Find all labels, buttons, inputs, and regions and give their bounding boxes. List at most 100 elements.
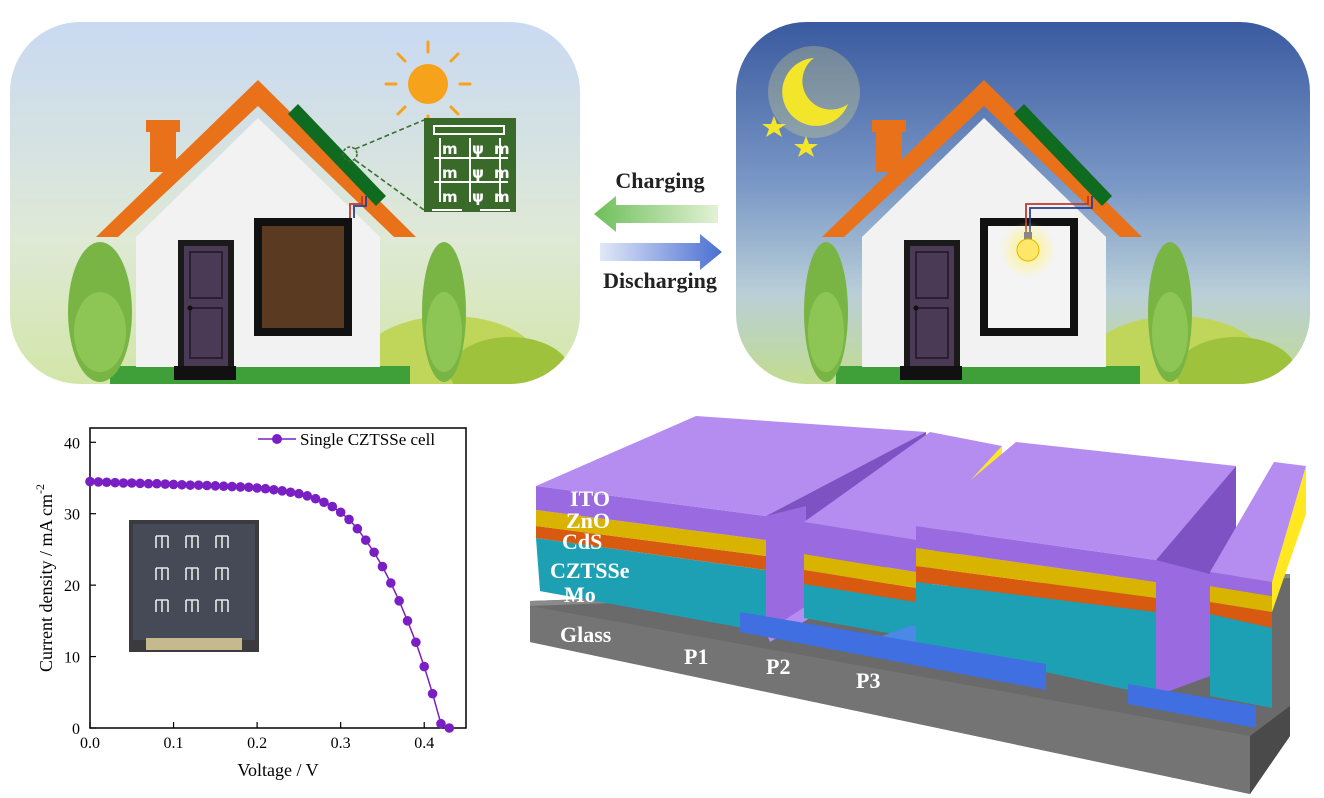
data-point [218, 481, 229, 492]
svg-text:ψ: ψ [472, 188, 484, 206]
legend-label: Single CZTSSe cell [300, 430, 435, 449]
svg-text:m: m [442, 188, 458, 206]
y-axis-label: Current density / mA cm-2 [33, 484, 56, 672]
data-point [210, 481, 221, 491]
data-point [327, 501, 338, 512]
layer-label-glass: Glass [560, 622, 612, 647]
data-point [227, 481, 237, 492]
solar-panel-icon [288, 104, 386, 206]
data-point [310, 493, 321, 504]
svg-text:m: m [494, 188, 510, 206]
svg-text:m: m [442, 164, 458, 182]
discharging-label: Discharging [603, 268, 717, 293]
house [96, 80, 416, 380]
device-stack-3d: ITO ZnO CdS CZTSSe Mo Glass P1 P2 P3 [530, 416, 1306, 794]
scribe-label-p3: P3 [856, 668, 880, 693]
data-point [185, 480, 196, 490]
y-tick-label: 0 [72, 721, 80, 738]
x-tick-label: 0.1 [164, 735, 184, 752]
data-point [118, 478, 129, 488]
discharging-arrow-icon [600, 234, 722, 270]
y-tick-label: 40 [64, 435, 80, 452]
data-point [402, 616, 413, 626]
scribe-label-p1: P1 [684, 644, 708, 669]
layer-label-ito: ITO [570, 486, 610, 511]
night-house-scene [736, 22, 1310, 384]
y-tick-label: 20 [64, 578, 80, 595]
data-point [252, 483, 262, 493]
tree-icon [804, 242, 848, 382]
legend-marker [272, 434, 282, 444]
svg-text:m: m [494, 164, 510, 182]
data-point [177, 479, 187, 490]
data-point [93, 477, 104, 487]
data-point [294, 488, 304, 499]
data-point [344, 514, 354, 525]
x-tick-label: 0.3 [331, 735, 351, 752]
layer-label-mo: Mo [564, 582, 596, 607]
data-point [85, 476, 95, 487]
data-point [152, 478, 162, 489]
layer-label-czts: CZTSSe [550, 558, 630, 583]
star-icon [794, 136, 818, 157]
star-icon [762, 116, 786, 137]
data-point [369, 547, 379, 558]
data-point [277, 486, 287, 496]
x-axis-label: Voltage / V [237, 760, 318, 780]
data-point [419, 661, 430, 672]
data-point [110, 477, 120, 488]
data-point [193, 480, 204, 490]
x-tick-label: 0.0 [80, 735, 100, 752]
x-tick-label: 0.4 [414, 735, 434, 752]
data-point [377, 561, 388, 572]
data-point [386, 578, 396, 588]
data-point [168, 479, 179, 490]
sun-icon [384, 40, 472, 128]
data-point [160, 479, 170, 489]
svg-text:ψ: ψ [472, 164, 484, 182]
data-point [436, 718, 446, 729]
solar-panel-icon [1014, 104, 1112, 206]
data-point [235, 482, 246, 492]
layer-label-cds: CdS [562, 529, 602, 554]
data-point [319, 497, 329, 508]
y-tick-label: 10 [64, 650, 80, 667]
data-point [394, 596, 404, 606]
data-point [101, 477, 112, 488]
layer-label-zno: ZnO [566, 508, 610, 533]
data-point [335, 507, 346, 518]
data-point [444, 723, 455, 733]
charging-arrow-icon [594, 196, 718, 232]
data-point [360, 535, 371, 545]
data-point [285, 487, 296, 498]
tree-icon [1148, 242, 1192, 382]
tree-icon [422, 242, 466, 382]
data-point [411, 637, 421, 648]
svg-text:m: m [494, 140, 510, 158]
svg-text:m: m [442, 140, 458, 158]
data-point [135, 478, 145, 489]
cell-photo-inset [129, 520, 259, 652]
y-tick-label: 30 [64, 507, 80, 524]
jv-chart: 0.0 0.1 0.2 0.3 0.4 0 10 20 30 40 Single CZTSSe … [33, 427, 467, 780]
data-point [427, 688, 438, 699]
x-tick-label: 0.2 [247, 735, 267, 752]
scribe-label-p2: P2 [766, 654, 790, 679]
data-point [143, 478, 154, 489]
data-point [260, 483, 271, 494]
svg-text:ψ: ψ [472, 140, 484, 158]
data-point [269, 484, 279, 495]
data-point [352, 523, 363, 534]
plot-frame [89, 427, 467, 729]
tree-icon [68, 242, 132, 382]
data-point [243, 482, 254, 493]
moon-icon [768, 46, 860, 138]
data-point [302, 491, 313, 501]
lightbulb-icon [1000, 222, 1056, 278]
charge-arrows [594, 196, 722, 270]
data-point [202, 480, 212, 491]
data-point [126, 478, 137, 488]
chart-legend: Single CZTSSe cell [258, 430, 435, 449]
